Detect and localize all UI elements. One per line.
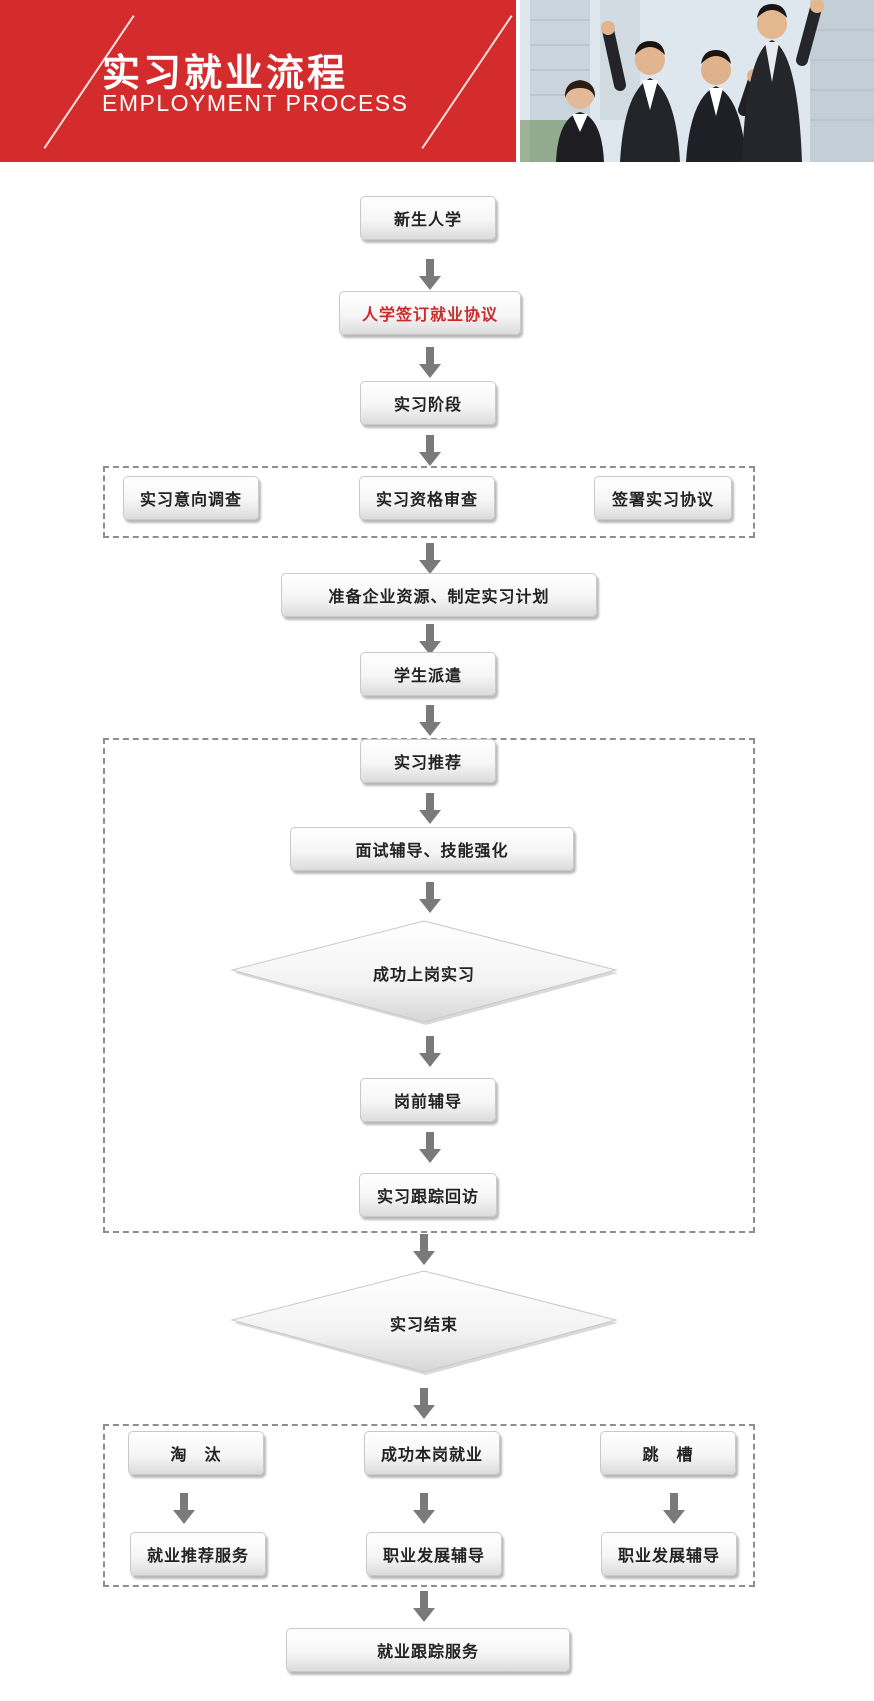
arrow-down-icon bbox=[419, 624, 441, 658]
arrow-down-icon bbox=[413, 1388, 435, 1422]
banner-subtitle: EMPLOYMENT PROCESS bbox=[102, 90, 409, 116]
decision-success-placement: 成功上岗实习 bbox=[228, 918, 620, 1026]
step-sign-agreement: 人学签订就业协议 bbox=[339, 291, 521, 335]
arrow-down-icon bbox=[413, 1591, 435, 1625]
step-enroll: 新生人学 bbox=[360, 196, 496, 240]
banner-title: 实习就业流程 bbox=[102, 51, 349, 95]
stage-checks-container bbox=[103, 466, 755, 538]
arrow-down-icon bbox=[419, 882, 441, 916]
arrow-down-icon bbox=[419, 1132, 441, 1166]
arrow-down-icon bbox=[419, 435, 441, 469]
step-follow-up-visit: 实习跟踪回访 bbox=[359, 1173, 497, 1217]
arrow-down-icon bbox=[419, 1036, 441, 1070]
arrow-down-icon bbox=[419, 705, 441, 739]
banner-slash-right bbox=[421, 15, 513, 149]
service-job-recommendation: 就业推荐服务 bbox=[130, 1532, 266, 1576]
decision-end-label: 实习结束 bbox=[389, 1315, 458, 1334]
arrow-down-icon bbox=[419, 347, 441, 381]
step-student-dispatch: 学生派遣 bbox=[360, 652, 496, 696]
step-intention-survey: 实习意向调查 bbox=[123, 476, 259, 520]
step-internship-stage: 实习阶段 bbox=[360, 381, 496, 425]
arrow-down-icon bbox=[419, 259, 441, 293]
outcome-job-hop: 跳 槽 bbox=[600, 1431, 736, 1475]
arrow-down-icon bbox=[413, 1234, 435, 1268]
arrow-down-icon bbox=[419, 793, 441, 827]
step-recommendation: 实习推荐 bbox=[360, 739, 496, 783]
step-sign-internship-agreement: 签署实习协议 bbox=[594, 476, 732, 520]
outcome-eliminate: 淘 汰 bbox=[128, 1431, 264, 1475]
step-pre-job-coaching: 岗前辅导 bbox=[360, 1078, 496, 1122]
step-qualification-review: 实习资格审查 bbox=[359, 476, 495, 520]
decision-internship-end: 实习结束 bbox=[228, 1268, 620, 1376]
decision-success-label: 成功上岗实习 bbox=[372, 965, 475, 984]
header-banner: 实习就业流程 EMPLOYMENT PROCESS bbox=[0, 0, 874, 162]
service-career-coaching-1: 职业发展辅导 bbox=[366, 1532, 502, 1576]
arrow-down-icon bbox=[419, 543, 441, 577]
arrow-down-icon bbox=[413, 1493, 435, 1527]
service-career-coaching-2: 职业发展辅导 bbox=[601, 1532, 737, 1576]
banner-photo-business-people bbox=[520, 0, 874, 162]
outcome-container bbox=[103, 1424, 755, 1587]
arrow-down-icon bbox=[663, 1493, 685, 1527]
outcome-employed: 成功本岗就业 bbox=[364, 1431, 500, 1475]
banner-red-panel: 实习就业流程 EMPLOYMENT PROCESS bbox=[0, 0, 516, 162]
step-employment-tracking: 就业跟踪服务 bbox=[286, 1628, 570, 1672]
step-interview-coaching: 面试辅导、技能强化 bbox=[290, 827, 574, 871]
arrow-down-icon bbox=[173, 1493, 195, 1527]
step-prepare-resources: 准备企业资源、制定实习计划 bbox=[281, 573, 597, 617]
